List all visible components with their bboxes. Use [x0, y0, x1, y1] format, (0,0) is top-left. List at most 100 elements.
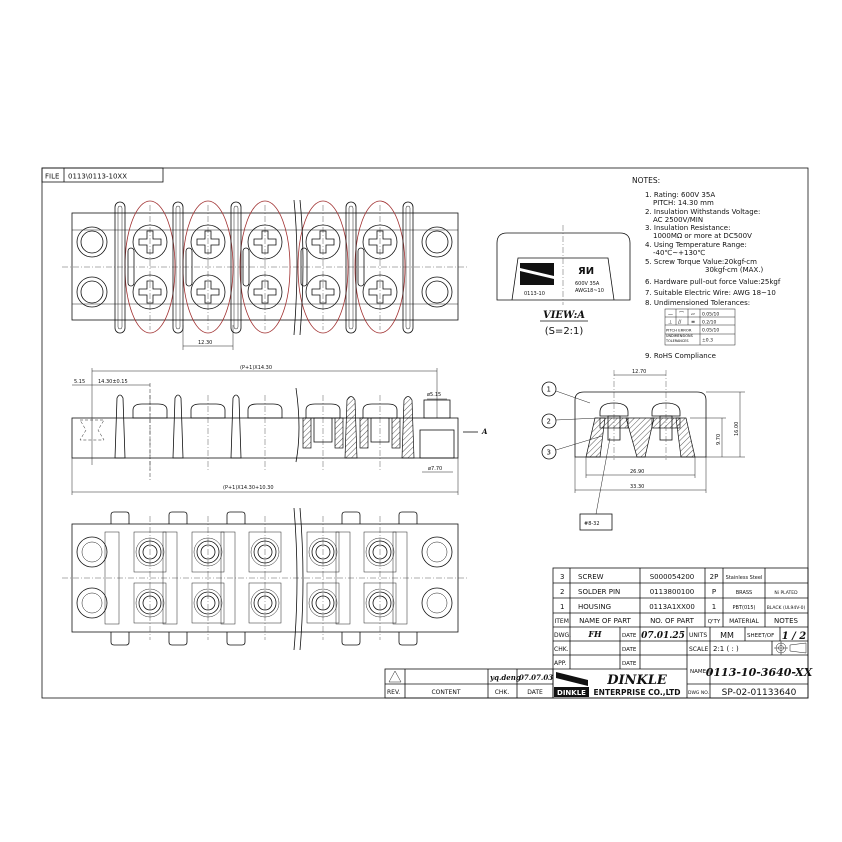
svg-text:CHK.: CHK.	[495, 689, 510, 696]
tab	[341, 632, 361, 646]
solder-pin-hole	[368, 591, 392, 615]
svg-text:AWG18~10: AWG18~10	[575, 288, 604, 294]
screw-head	[132, 274, 168, 310]
bottom-view	[62, 507, 468, 651]
note-line: PITCH: 14.30 mm	[653, 199, 714, 207]
phillips-cross-icon	[253, 230, 277, 254]
barrier	[230, 201, 242, 334]
mount-hole	[421, 536, 453, 568]
svg-text:▱: ▱	[691, 312, 695, 318]
tab	[398, 632, 418, 646]
screw-head-side	[190, 403, 226, 419]
part-qty: 1	[712, 603, 716, 611]
screw-shank	[313, 417, 333, 443]
solder-pin	[230, 394, 242, 459]
svg-text:2:1 ( : ): 2:1 ( : )	[713, 645, 739, 653]
solder-pin-hole	[253, 591, 277, 615]
tab	[398, 511, 418, 524]
svg-text:5.15: 5.15	[74, 379, 85, 385]
phillips-cross-icon	[368, 230, 392, 254]
solder-pin-hole	[138, 591, 162, 615]
svg-text:07.07.03: 07.07.03	[519, 673, 553, 682]
phillips-cross-icon	[196, 230, 220, 254]
file-value: 0113\0113-10XX	[68, 173, 127, 181]
screw-head	[247, 224, 283, 260]
nut-pocket	[363, 531, 397, 573]
svg-text:ITEM: ITEM	[555, 618, 569, 625]
svg-text:DATE: DATE	[622, 661, 637, 667]
phillips-cross-icon	[196, 280, 220, 304]
svg-text:NOTES: NOTES	[774, 617, 798, 625]
nut-pocket	[248, 531, 282, 573]
solder-pin-hole	[311, 591, 335, 615]
part-item: 2	[560, 588, 564, 596]
svg-text:SHEET/OF: SHEET/OF	[747, 633, 774, 639]
part-material: Stainless Steel	[726, 575, 763, 581]
svg-text:0113-10: 0113-10	[524, 291, 545, 297]
notes-title: NOTES:	[632, 176, 660, 185]
view-a: 0113-10 ЯИ 600V 35A AWG18~10 VIEW:A (S=2…	[496, 225, 631, 337]
barrier	[402, 201, 414, 334]
markup-ellipse	[239, 200, 291, 334]
tab	[341, 511, 361, 524]
svg-text:DATE: DATE	[527, 689, 543, 696]
solder-pin-hole	[368, 540, 392, 564]
svg-text:0.05/10: 0.05/10	[702, 312, 719, 318]
part-name: SOLDER PIN	[578, 588, 620, 596]
dinkle-logo: DINKLE	[554, 670, 589, 697]
mount-hole	[76, 536, 108, 568]
note-line: AC 2500V/MIN	[653, 216, 703, 224]
svg-text:DINKLE: DINKLE	[557, 689, 586, 697]
svg-text:14.30±0.15: 14.30±0.15	[98, 379, 128, 385]
barrier	[172, 201, 184, 334]
phillips-cross-icon	[311, 280, 335, 304]
part-number: 0113800100	[650, 588, 695, 596]
mount-hole	[76, 587, 108, 619]
tab	[110, 511, 130, 524]
part-item: 3	[560, 573, 564, 581]
part-qty: 2P	[710, 573, 719, 581]
svg-text:ENTERPRISE CO.,LTD: ENTERPRISE CO.,LTD	[594, 688, 681, 697]
barrier	[114, 201, 126, 334]
note-line: 8. Undimensioned Tolerances:	[645, 299, 750, 307]
svg-text:1 / 2: 1 / 2	[782, 631, 807, 642]
svg-text:07.01.25: 07.01.25	[641, 631, 685, 641]
svg-text:(P+1)X14.30+10.30: (P+1)X14.30+10.30	[223, 485, 274, 491]
mount-hole	[421, 587, 453, 619]
top-view	[62, 199, 468, 336]
view-a-scale: (S=2:1)	[545, 326, 584, 337]
tab	[226, 632, 246, 646]
svg-text:CONTENT: CONTENT	[431, 689, 460, 696]
note-line: 3. Insulation Resistance:	[645, 224, 730, 232]
svg-text:REV.: REV.	[387, 689, 400, 696]
screw-head-side	[305, 403, 341, 419]
break-line	[293, 199, 298, 336]
screw-head	[362, 224, 398, 260]
svg-text:12.70: 12.70	[632, 369, 646, 375]
svg-text:MM: MM	[720, 631, 734, 640]
nut-pocket	[306, 582, 340, 624]
note-line: 1000MΩ or more at DC500V	[653, 232, 752, 240]
screw-head	[305, 224, 341, 260]
barrier	[345, 201, 357, 334]
part-material: PBT(015)	[733, 605, 756, 611]
svg-text:≡: ≡	[691, 320, 695, 326]
svg-text:⊥: ⊥	[668, 320, 672, 326]
part-notes: BLACK (UL94V-0)	[767, 605, 806, 611]
tab	[168, 632, 188, 646]
svg-text:9.70: 9.70	[716, 434, 722, 445]
svg-text:3: 3	[547, 449, 551, 457]
tab	[168, 511, 188, 524]
svg-text:Q'TY: Q'TY	[708, 619, 721, 625]
svg-text:CHK.: CHK.	[554, 646, 569, 653]
barrier-section	[401, 396, 415, 459]
parts-table-header: ITEM NAME OF PART NO. OF PART Q'TY MATER…	[555, 617, 799, 625]
svg-text:FH: FH	[587, 629, 602, 639]
note-line: 30kgf-cm (MAX.)	[705, 266, 763, 274]
mount-hole	[76, 226, 108, 258]
screw-shank	[370, 417, 390, 443]
part-name: SCREW	[578, 573, 604, 581]
view-a-arrow-label: A	[481, 427, 488, 436]
svg-text:⌒: ⌒	[679, 312, 684, 318]
